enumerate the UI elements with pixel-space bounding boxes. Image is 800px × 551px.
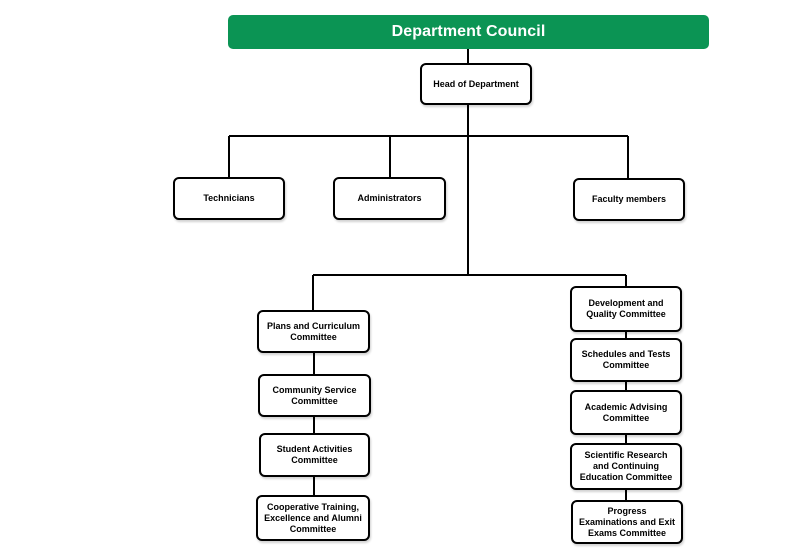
committee-label: Progress Examinations and Exit Exams Com… [578, 505, 676, 538]
head-of-department-label: Head of Department [433, 78, 519, 89]
committee-scientific-research: Scientific Research and Continuing Educa… [570, 443, 682, 490]
committee-label: Plans and Curriculum Committee [266, 320, 361, 342]
administrators-label: Administrators [357, 193, 422, 203]
committee-cooperative-training: Cooperative Training, Excellence and Alu… [256, 495, 370, 541]
committee-student-activities: Student Activities Committee [259, 433, 370, 477]
faculty-members-box: Faculty members [573, 178, 685, 221]
committee-development-quality: Development and Quality Committee [570, 286, 682, 332]
department-council-title: Department Council [391, 23, 546, 40]
committee-label: Cooperative Training, Excellence and Alu… [264, 501, 362, 534]
administrators-box: Administrators [333, 177, 446, 220]
committee-community-service: Community Service Committee [258, 374, 371, 417]
technicians-box: Technicians [173, 177, 285, 220]
department-council-banner: Department Council [228, 15, 709, 49]
committee-label: Schedules and Tests Committee [581, 349, 671, 370]
faculty-members-label: Faculty members [591, 194, 667, 204]
committee-progress-examinations: Progress Examinations and Exit Exams Com… [571, 500, 683, 544]
committee-plans-curriculum: Plans and Curriculum Committee [257, 310, 370, 353]
committee-label: Academic Advising Committee [584, 401, 668, 423]
committee-label: Development and Quality Committee [586, 298, 666, 319]
committee-academic-advising: Academic Advising Committee [570, 390, 682, 435]
head-of-department-box: Head of Department [420, 63, 532, 105]
committee-label: Student Activities Committee [276, 444, 353, 465]
technicians-label: Technicians [203, 193, 255, 203]
committee-schedules-tests: Schedules and Tests Committee [570, 338, 682, 382]
committee-label: Scientific Research and Continuing Educa… [579, 450, 673, 482]
committee-label: Community Service Committee [272, 384, 357, 406]
